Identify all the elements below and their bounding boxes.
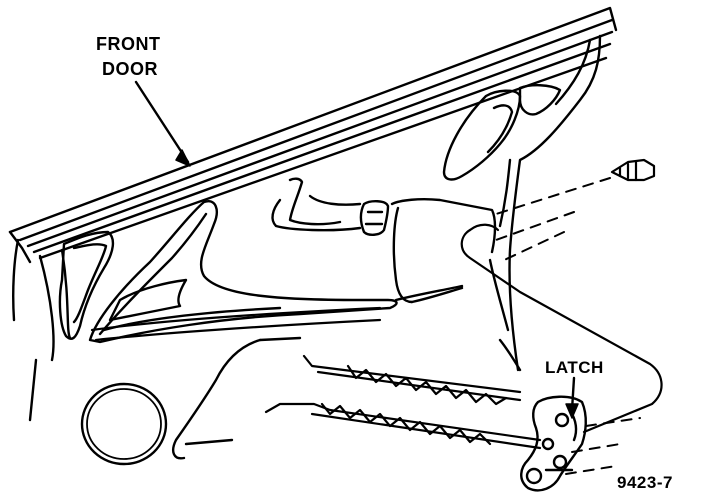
- latch-rod-upper: [302, 354, 522, 406]
- front-door-label-line2: DOOR: [102, 59, 158, 79]
- front-door-arrow: [175, 149, 191, 167]
- handle-mechanism: [271, 177, 390, 236]
- latch-rod-lower: [264, 402, 542, 450]
- front-door-label-line1: FRONT: [96, 34, 161, 54]
- latch-access-plate: [390, 198, 497, 304]
- front-door-leader: [134, 80, 190, 164]
- access-hole: [80, 382, 168, 466]
- latch-screw-lines: [565, 417, 641, 475]
- door-outer-panel: [12, 238, 72, 422]
- latch-arrow: [565, 403, 579, 419]
- inner-door-pillar: [442, 34, 602, 372]
- latch-callout-outline: [460, 223, 663, 434]
- inner-panel-opening-center: [88, 200, 398, 344]
- latch-label: LATCH: [545, 358, 604, 377]
- lower-rail: [90, 306, 382, 342]
- striker-bolt: [610, 158, 656, 182]
- access-hole-inner: [86, 388, 162, 460]
- inner-panel-opening-left: [58, 230, 115, 340]
- figure-number: 9423-7: [617, 473, 673, 492]
- lower-panel-curve: [172, 336, 302, 460]
- striker-dashed-lines: [495, 177, 611, 263]
- window-channel: [8, 6, 618, 264]
- latch-assembly: [520, 395, 587, 492]
